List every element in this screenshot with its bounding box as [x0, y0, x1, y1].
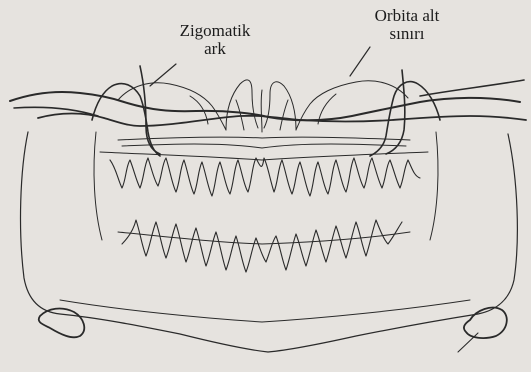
lower-teeth	[122, 220, 402, 272]
nasal-cavity-right	[264, 82, 296, 130]
hard-palate-line	[118, 137, 410, 148]
nasal-septum	[261, 90, 262, 132]
inner-ramus-line-left	[94, 132, 102, 240]
mandibular-canal	[60, 300, 470, 322]
right-sinus-floor	[280, 94, 336, 130]
orbita-leader-line	[350, 47, 370, 76]
mandible-outline	[21, 132, 518, 352]
inner-ramus-line-right	[430, 132, 438, 240]
left-hyoid	[39, 309, 85, 338]
upper-teeth	[110, 158, 420, 196]
right-coronoid	[386, 70, 405, 154]
bottom-right-leader-line	[458, 333, 478, 352]
